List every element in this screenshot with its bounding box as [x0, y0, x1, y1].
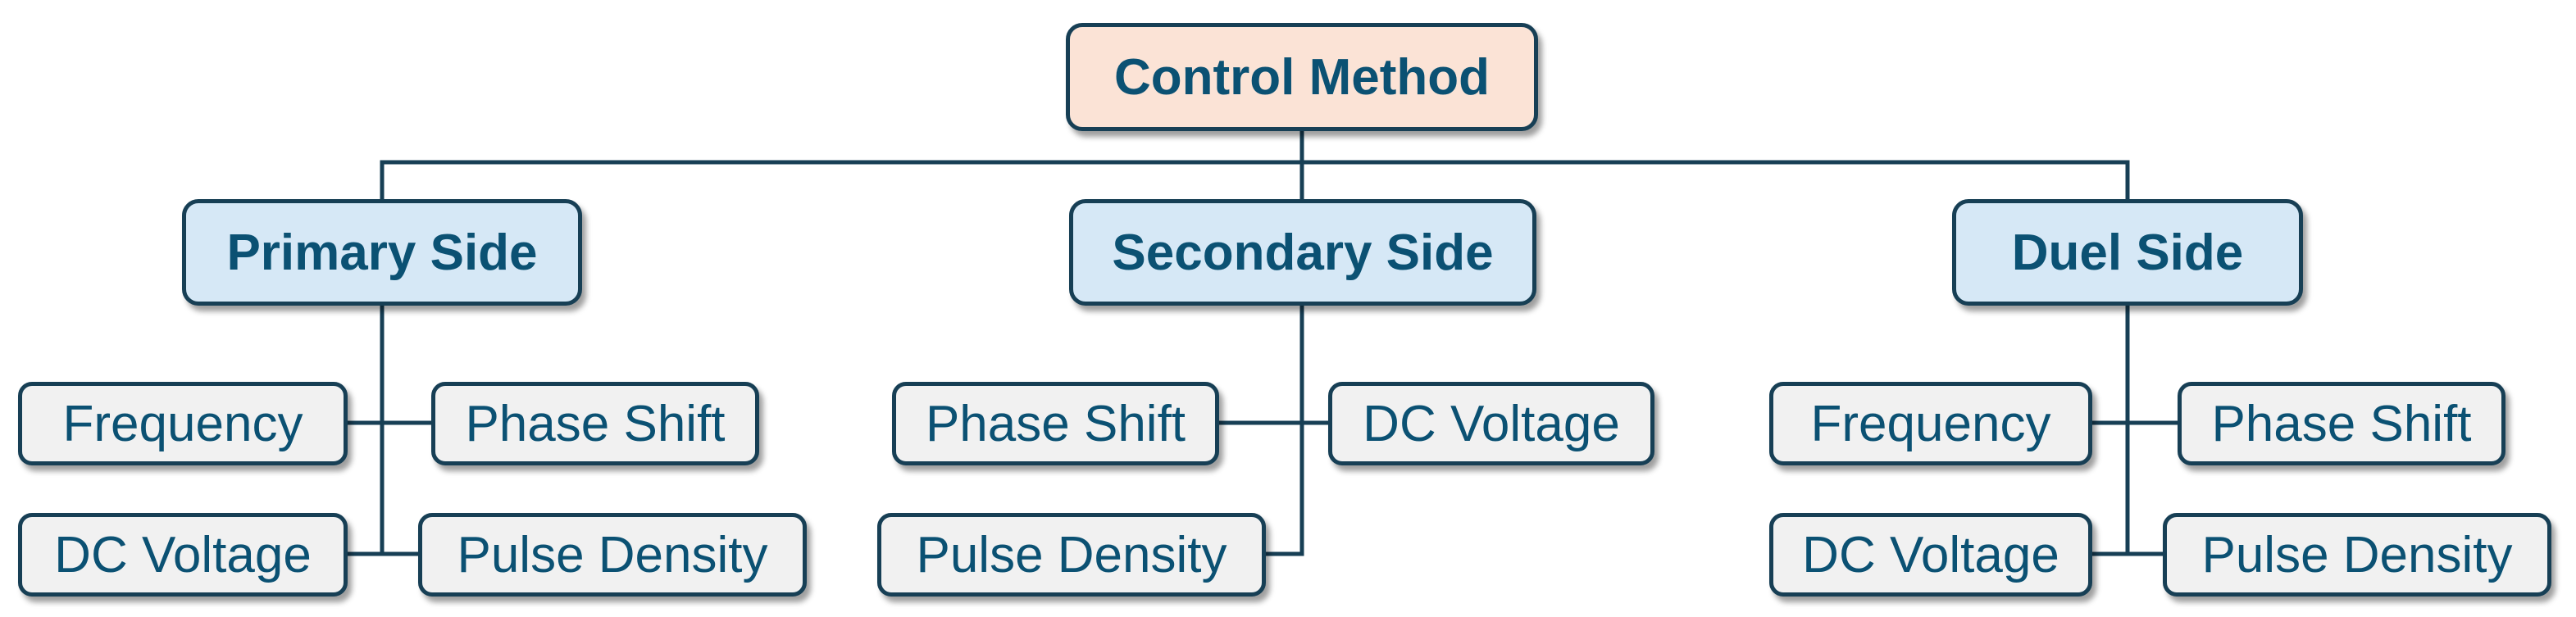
- primary-pulse-density-node: Pulse Density: [418, 513, 807, 597]
- secondary-pulse-density-node: Pulse Density: [877, 513, 1266, 597]
- duel-pulse-density-node: Pulse Density: [2163, 513, 2551, 597]
- secondary-phase-shift-node: Phase Shift: [892, 382, 1219, 465]
- primary-phase-shift-node: Phase Shift: [431, 382, 759, 465]
- root-node: Control Method: [1066, 23, 1538, 131]
- duel-frequency-node: Frequency: [1769, 382, 2092, 465]
- duel-phase-shift-node: Phase Shift: [2178, 382, 2505, 465]
- primary-dc-voltage-node: DC Voltage: [18, 513, 348, 597]
- secondary-side-node: Secondary Side: [1069, 199, 1536, 306]
- primary-frequency-node: Frequency: [18, 382, 348, 465]
- secondary-dc-voltage-node: DC Voltage: [1328, 382, 1654, 465]
- duel-side-node: Duel Side: [1952, 199, 2303, 306]
- primary-side-node: Primary Side: [182, 199, 582, 306]
- duel-dc-voltage-node: DC Voltage: [1769, 513, 2092, 597]
